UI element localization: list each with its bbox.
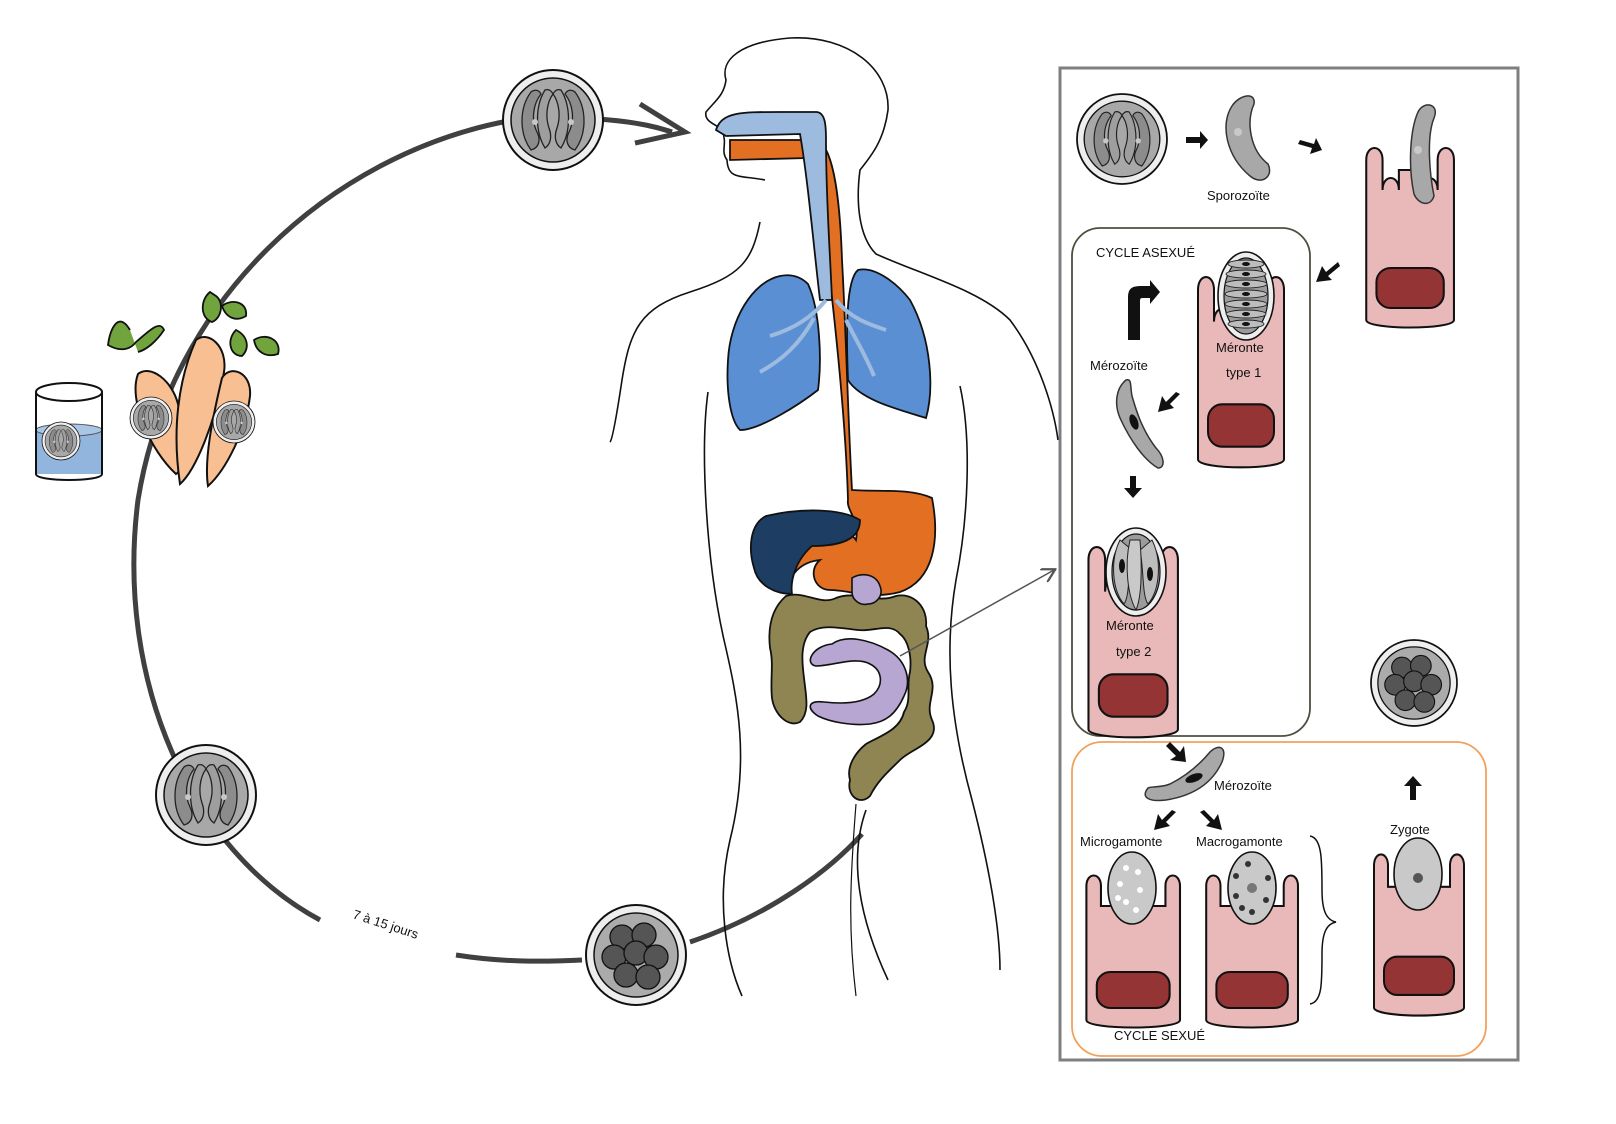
small-intestine (809, 573, 909, 726)
sexual-cycle-frame (1071, 741, 1487, 1057)
meronte-type1-label-line1: Méronte (1216, 340, 1264, 355)
asexual-cycle-frame (1071, 227, 1311, 737)
microgamonte-icon (1107, 851, 1157, 925)
colon (768, 593, 935, 801)
arrow-icon (1158, 392, 1180, 412)
merozoite-label-1: Mérozoïte (1090, 358, 1148, 373)
arrow-icon (1404, 776, 1422, 800)
microgamonte-label: Microgamonte (1080, 834, 1162, 849)
arrow-icon (1298, 138, 1322, 154)
merozoite-icon (1115, 378, 1164, 469)
human-body-icon (609, 37, 1059, 997)
merozoite-label-2: Mérozoïte (1214, 778, 1272, 793)
unsporulated-oocyst-icon (1370, 639, 1458, 727)
arrow-icon (1186, 131, 1208, 149)
brace-icon (1309, 835, 1337, 1005)
sporulated-oocyst-icon (212, 400, 256, 444)
sporulated-oocyst-icon (129, 396, 173, 440)
macrogamonte-icon (1227, 851, 1277, 925)
sexual-cycle-label: CYCLE SEXUÉ (1114, 1028, 1205, 1043)
meronte-type2-icon (1105, 527, 1167, 617)
arrow-icon (1316, 262, 1340, 282)
meronte-type1-icon (1217, 251, 1275, 341)
duration-label: 7 à 15 jours (351, 907, 421, 942)
zygote-label: Zygote (1390, 822, 1430, 837)
zoom-arrow (899, 570, 1054, 657)
epithelial-cell-icon (1365, 146, 1455, 329)
water-glass-icon (35, 382, 103, 481)
sporozoite-icon (1225, 95, 1271, 181)
meronte-type2-label-line2: type 2 (1116, 644, 1151, 659)
sporulated-oocyst-icon (1076, 93, 1168, 185)
arrow-icon (1154, 810, 1176, 830)
arrow-icon (1200, 810, 1222, 830)
arrow-icon (1166, 742, 1186, 762)
arrow-icon (1124, 476, 1142, 498)
unsporulated-oocyst-icon (585, 904, 687, 1006)
sporulated-oocyst-icon (502, 69, 604, 171)
transmission-cycle: 7 à 15 jours (35, 69, 864, 1006)
trachea (714, 111, 833, 301)
cycle-arrowhead (634, 101, 692, 146)
asexual-cycle-label: CYCLE ASEXUÉ (1096, 245, 1195, 260)
liver (750, 509, 861, 595)
meronte-type2-label-line1: Méronte (1106, 618, 1154, 633)
carrot-icon (175, 290, 247, 486)
sporulated-oocyst-icon (155, 744, 257, 846)
left-lung (726, 274, 821, 431)
macrogamonte-label: Macrogamonte (1196, 834, 1283, 849)
meronte-type1-label-line2: type 1 (1226, 365, 1261, 380)
esophagus-stomach (729, 139, 937, 596)
zygote-icon (1393, 837, 1443, 911)
sporozoite-label: Sporozoïte (1207, 188, 1270, 203)
merozoite-icon (1144, 746, 1225, 802)
recycle-arrow-icon (1128, 280, 1160, 340)
right-lung (846, 268, 932, 420)
